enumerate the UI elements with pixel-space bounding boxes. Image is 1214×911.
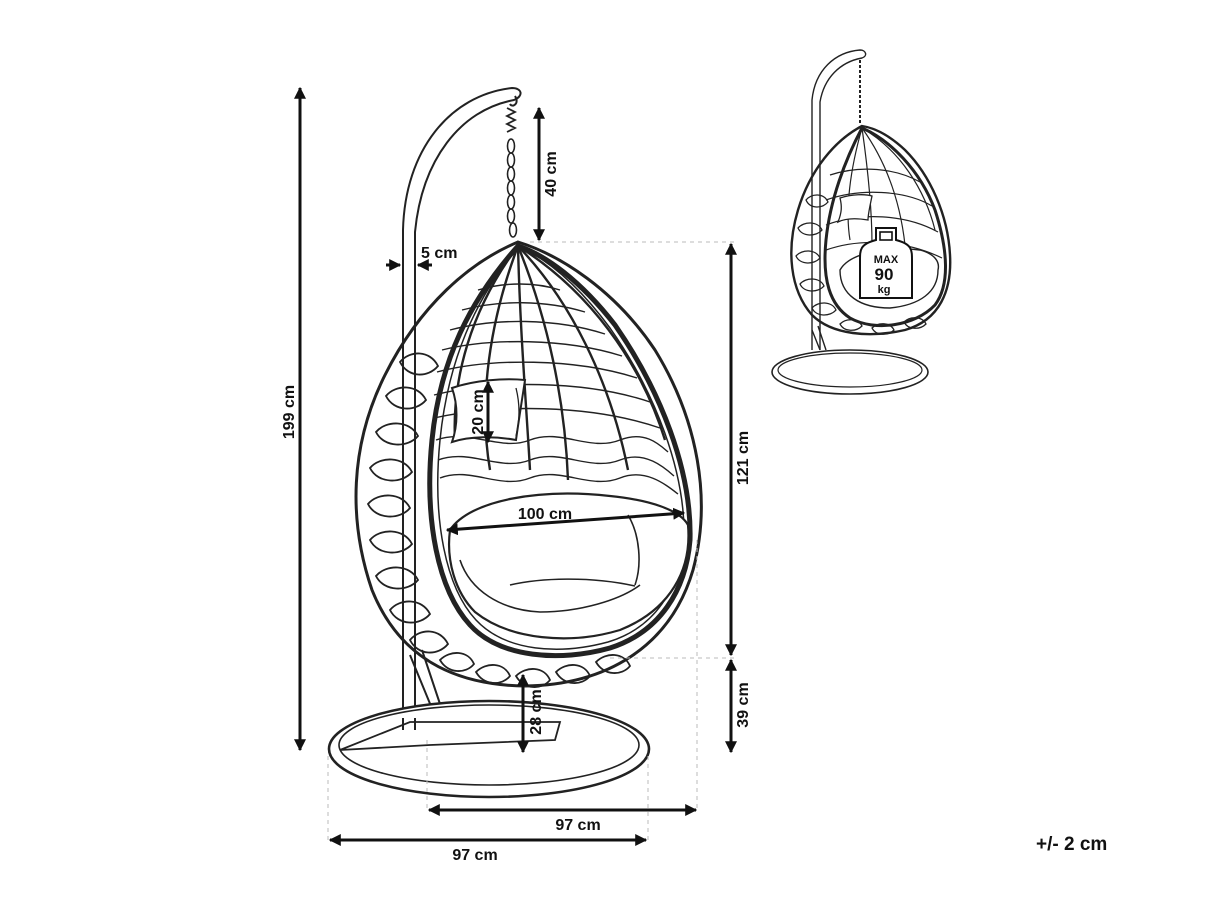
stand-base <box>327 699 651 799</box>
hook <box>509 95 518 107</box>
basket-weave <box>433 283 679 495</box>
basket-ribs <box>453 244 667 481</box>
thumb-basket-outer <box>790 124 952 336</box>
max-load-value: 90 <box>875 265 894 284</box>
max-load-label: MAX <box>874 254 899 266</box>
basket-inner-rim <box>427 243 693 659</box>
thumb-pillow <box>836 194 873 224</box>
thumb-stand-base <box>771 349 929 395</box>
side-weave <box>366 352 632 688</box>
max-load-unit: kg <box>878 284 891 296</box>
pole-thickness-label: 5 cm <box>421 245 457 262</box>
extension-lines <box>327 241 735 842</box>
stand-pole <box>402 86 522 718</box>
chain <box>506 138 518 238</box>
seat-width-label: 100 cm <box>518 506 572 523</box>
base-width-label: 97 cm <box>452 847 497 864</box>
basket-height-label: 121 cm <box>735 431 752 485</box>
ground-clearance-label: 28 cm <box>528 689 545 734</box>
thumbnail-chair-drawing <box>771 49 952 395</box>
spring <box>504 107 518 133</box>
base-to-basket-label: 39 cm <box>735 682 752 727</box>
max-load-weight-icon: MAX 90 kg <box>859 227 913 299</box>
tolerance-label: +/- 2 cm <box>1036 834 1107 855</box>
base-depth-label: 97 cm <box>555 817 600 834</box>
dimension-arrows <box>294 86 737 846</box>
cushion-height-label: 20 cm <box>470 389 487 434</box>
thumb-stand-pole <box>811 49 867 350</box>
main-chair-drawing <box>327 86 703 799</box>
chain-length-label: 40 cm <box>543 151 560 196</box>
overall-height-label: 199 cm <box>281 385 298 439</box>
